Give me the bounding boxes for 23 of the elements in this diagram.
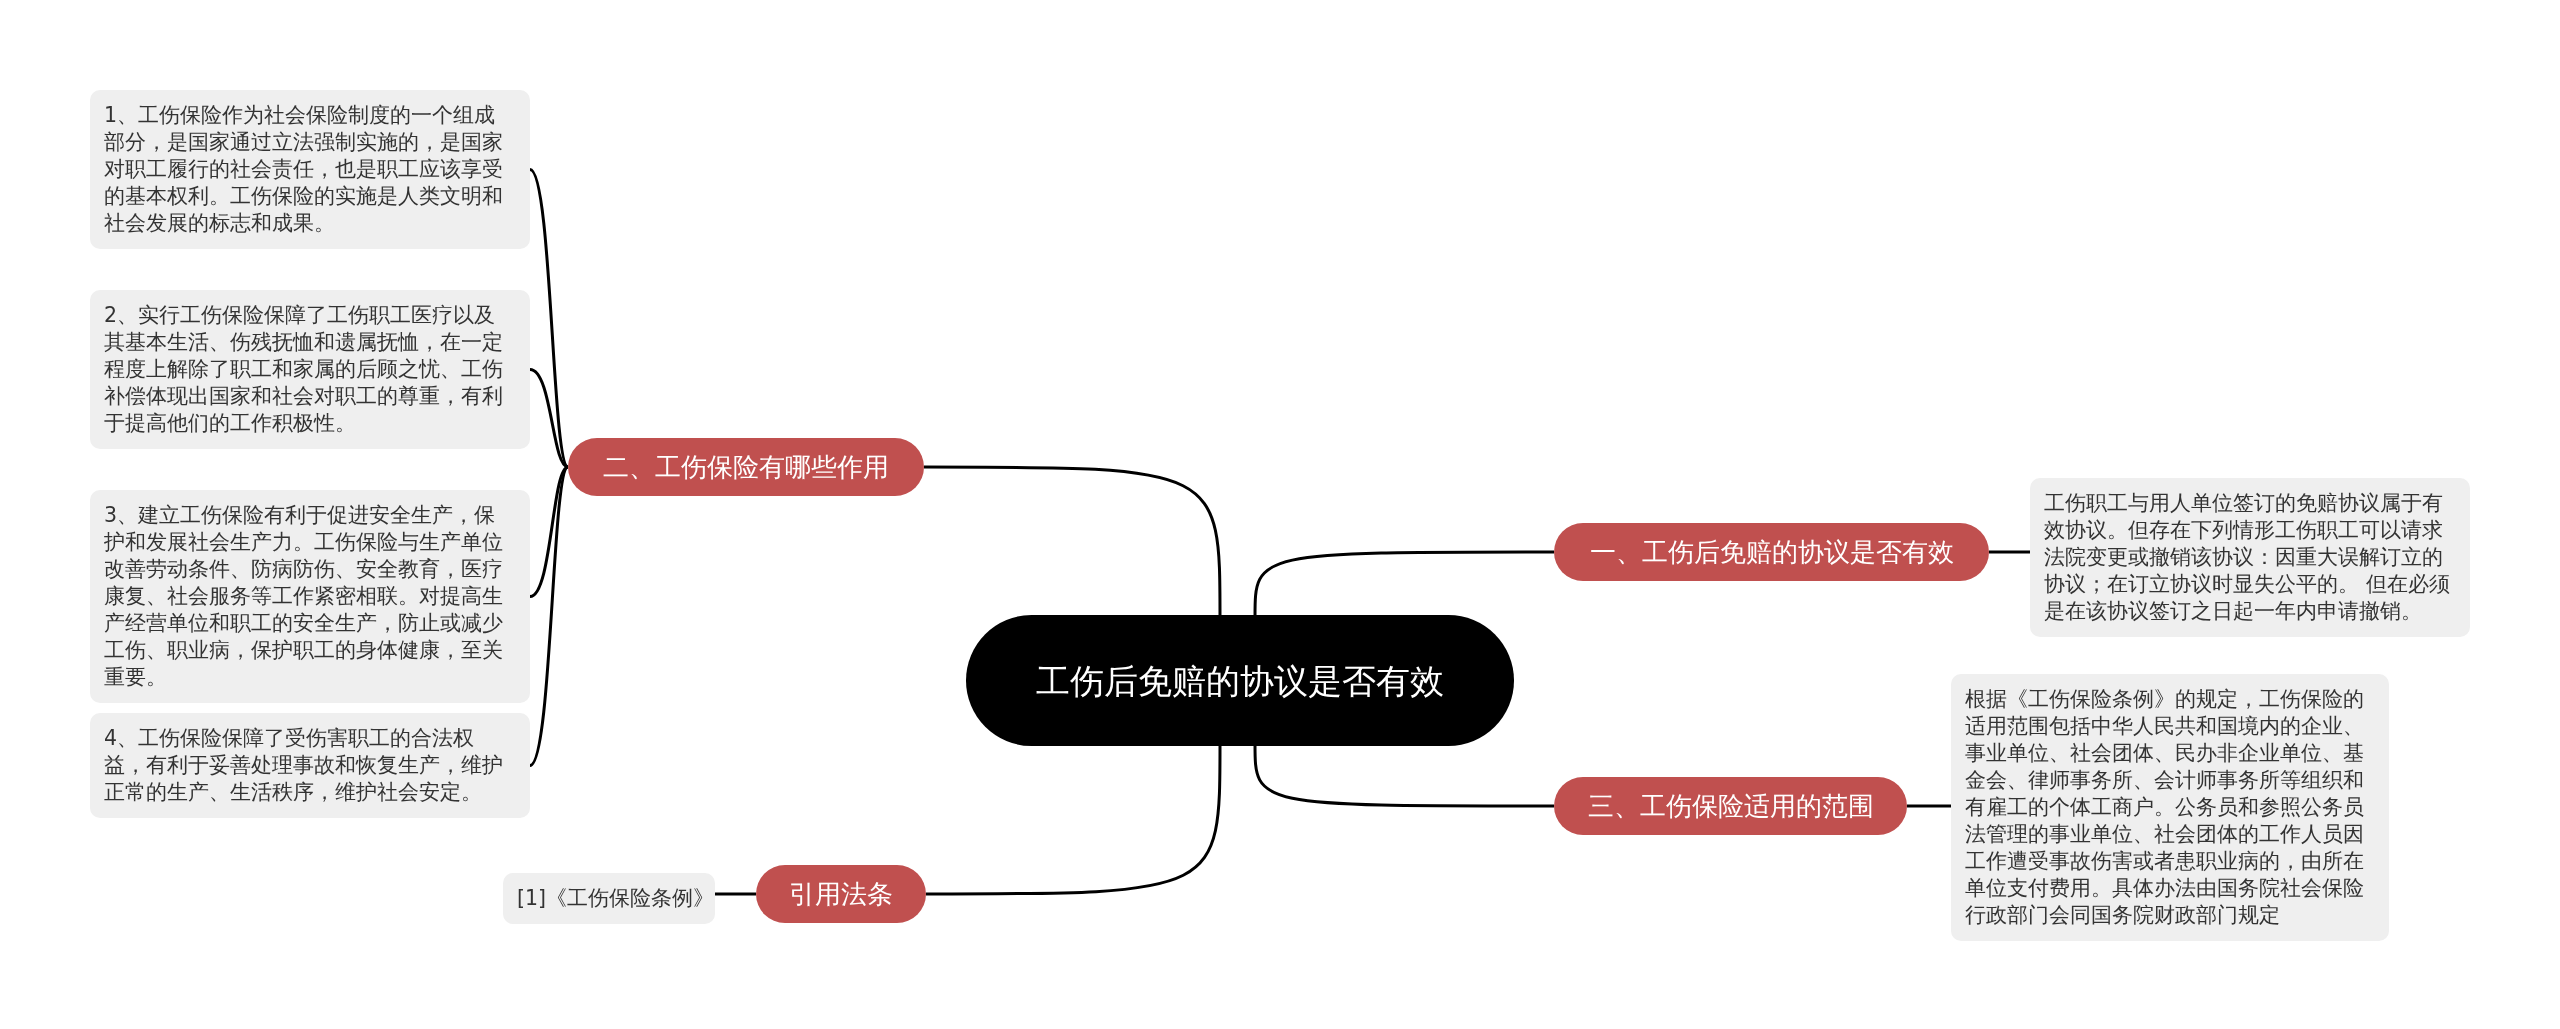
- connector-line: [529, 465, 569, 598]
- connector-line: [924, 465, 1222, 617]
- connector-line: [1989, 550, 2030, 554]
- note-card: 根据《工伤保险条例》的规定，工伤保险的适用范围包括中华人民共和国境内的企业、事业单位、社会团体、民办非企业单位、基金会、律师事务所、会计师事务所等组织和有雇工的个体工商户。公务员和参照公务员法管理的事业单位、社会团体的工作人员因工作遭受事故伤害或者患职业病的，由所在单位支付费用。具体办法由国务院社会保险行政部门会同国务院财政部门规定: [1951, 674, 2389, 941]
- branch-topic: 一、工伤后免赔的协议是否有效: [1554, 523, 1989, 581]
- branch-topic: 引用法条: [756, 865, 926, 923]
- note-card: [1]《工伤保险条例》: [503, 873, 715, 924]
- connector-line: [528, 466, 570, 767]
- note-card: 3、建立工伤保险有利于促进安全生产，保护和发展社会生产力。工伤保险与生产单位改善劳动条件、防病防伤、安全教育，医疗康复、社会服务等工作紧密相联。对提高生产经营单位和职工的安全生产，防止或减少工伤、职业病，保护职工的身体健康，至关重要。: [90, 490, 530, 703]
- connector-line: [529, 368, 569, 469]
- connector-line: [1253, 744, 1554, 808]
- note-card: 2、实行工伤保险保障了工伤职工医疗以及其基本生活、伤残抚恤和遗属抚恤，在一定程度上解除了职工和家属的后顾之忧、工伤补偿体现出国家和社会对职工的尊重，有利于提高他们的工作积极性。: [90, 290, 530, 449]
- branch-topic: 三、工伤保险适用的范围: [1554, 777, 1907, 835]
- central-topic: 工伤后免赔的协议是否有效: [966, 615, 1514, 746]
- note-card: 1、工伤保险作为社会保险制度的一个组成部分，是国家通过立法强制实施的，是国家对职工履行的社会责任，也是职工应该享受的基本权利。工伤保险的实施是人类文明和社会发展的标志和成果。: [90, 90, 530, 249]
- connector-line: [528, 168, 570, 468]
- note-card: 4、工伤保险保障了受伤害职工的合法权益，有利于妥善处理事故和恢复生产，维护正常的生产、生活秩序，维护社会安定。: [90, 713, 530, 818]
- connector-line: [1253, 550, 1554, 617]
- note-card: 工伤职工与用人单位签订的免赔协议属于有效协议。但存在下列情形工伤职工可以请求法院变更或撤销该协议：因重大误解订立的协议；在订立协议时显失公平的。 但在必须是在该协议签订之日起一年内申请撤销。: [2030, 478, 2470, 637]
- connector-line: [715, 892, 756, 896]
- connector-line: [1907, 804, 1951, 808]
- connector-line: [926, 744, 1222, 896]
- branch-topic: 二、工伤保险有哪些作用: [568, 438, 924, 496]
